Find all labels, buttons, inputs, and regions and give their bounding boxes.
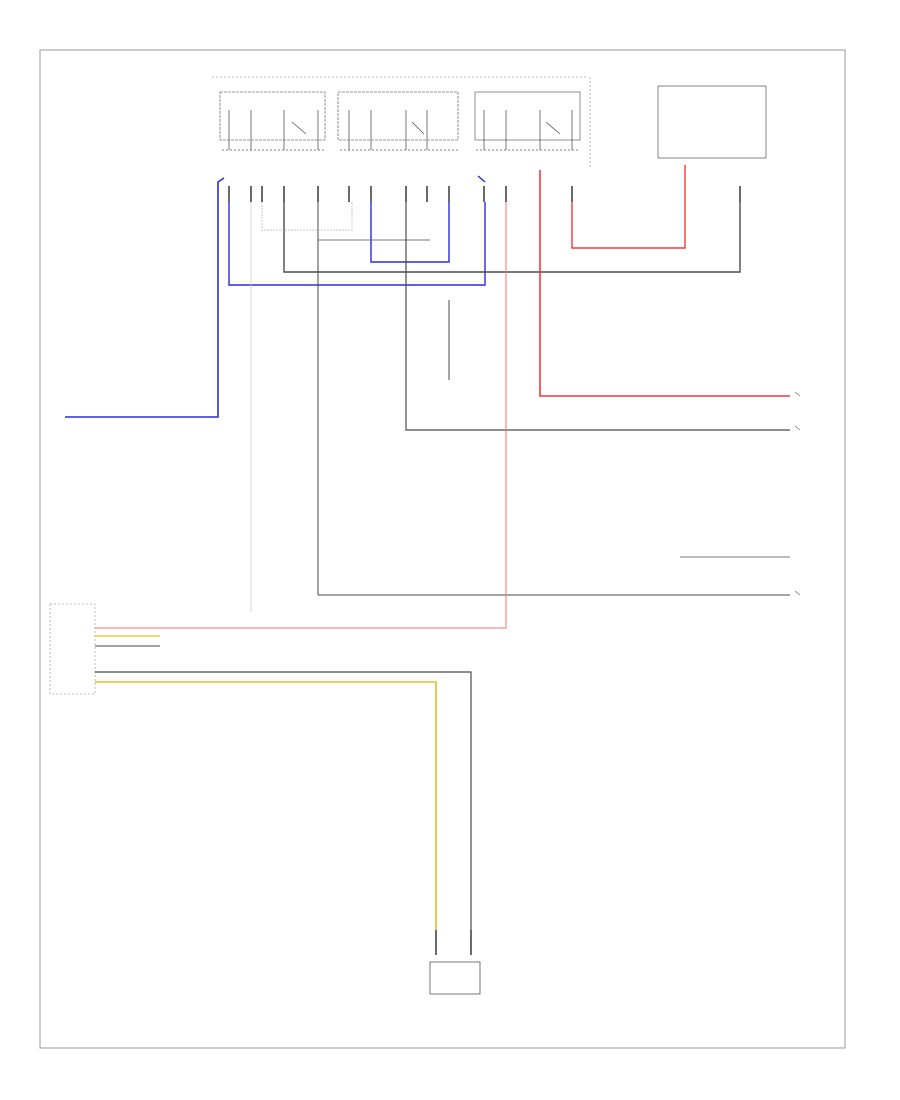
blue-wire-bus [228,202,486,286]
relay-block-1 [219,91,326,141]
diagram-frame [39,49,846,1049]
yellow-wire-to-bottom [95,681,437,930]
relay-block-3 [474,91,581,141]
gray-wire-link [261,202,353,231]
control-module-box [657,85,767,159]
left-connector-block [49,603,96,695]
blue-wire-loop [370,202,450,263]
black-wire-to-right-upper [405,202,790,431]
blue-wire-main [65,177,225,418]
right-upper-component [794,391,801,431]
red-wire-to-right-upper [539,170,790,397]
right-lower-component [680,556,801,596]
blue-wire-tick [477,175,486,183]
relay-contacts [222,110,580,151]
black-wire-to-bottom [95,671,472,930]
connector-stubs [228,186,741,202]
black-bus [283,202,741,273]
red-wire-to-left-connector [95,202,507,629]
bottom-component [429,930,481,995]
red-wire-to-module [571,165,686,249]
relay-block-2 [337,91,459,141]
